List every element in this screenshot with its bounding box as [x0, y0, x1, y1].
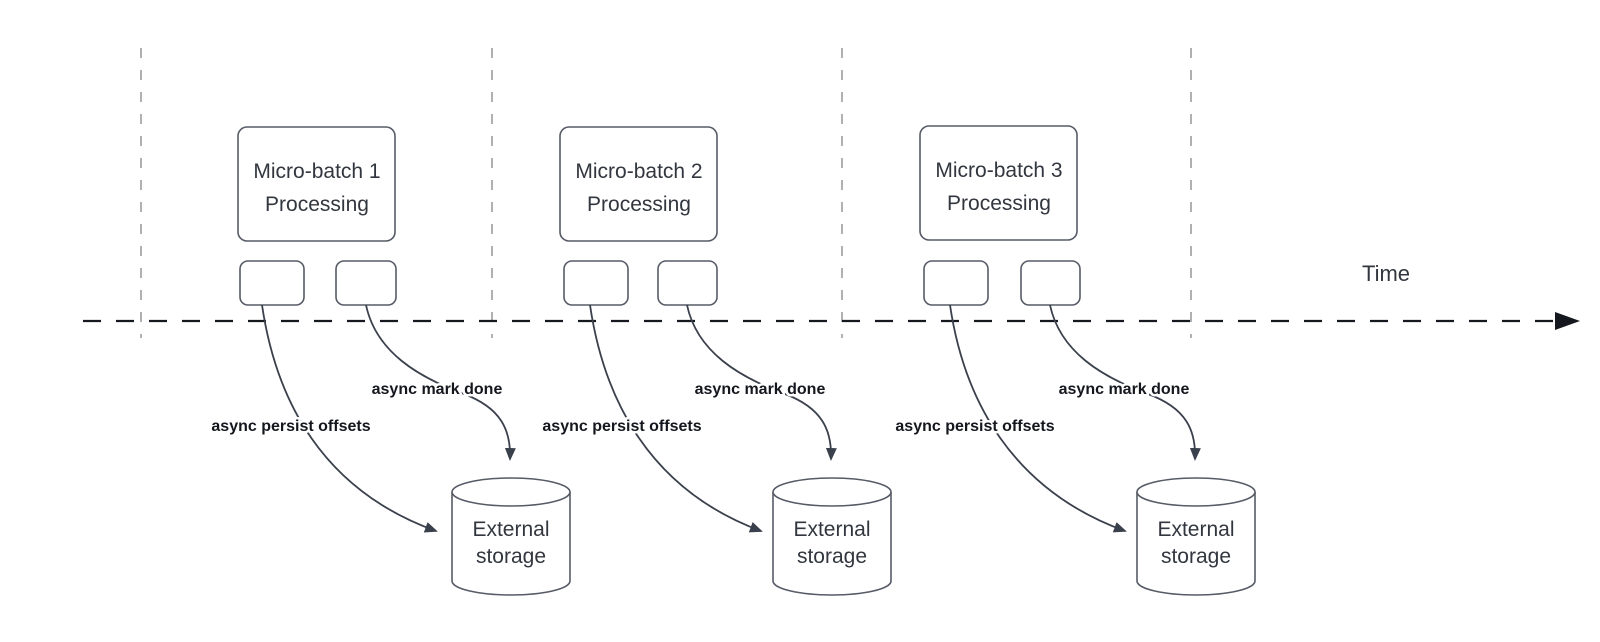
processing-box	[237, 126, 396, 242]
mark-done-label: async mark done	[1059, 381, 1190, 398]
persist-offsets-connector	[949, 304, 1127, 533]
storage-cylinder-top	[451, 477, 571, 507]
mark-done-label: async mark done	[695, 381, 826, 398]
storage-cylinder-top	[1136, 477, 1256, 507]
sub-task-box-left	[563, 260, 629, 306]
sub-task-box-left	[923, 260, 989, 306]
storage-label-line1: External	[1157, 518, 1234, 541]
processing-box-title-line2: Processing	[587, 193, 691, 216]
mark-done-label: async mark done	[372, 381, 503, 398]
storage-label-line1: External	[793, 518, 870, 541]
micro-batch-1-group: Micro-batch 1 Processing async persist o…	[209, 126, 571, 596]
processing-box-title-line1: Micro-batch 1	[253, 160, 380, 183]
mark-done-connector	[365, 304, 516, 461]
micro-batch-3-group: Micro-batch 3 Processing async persist o…	[893, 125, 1256, 596]
time-axis-arrowhead-icon	[1555, 312, 1580, 330]
processing-box-title-line1: Micro-batch 3	[935, 159, 1062, 182]
mark-done-connector	[686, 304, 837, 461]
persist-offsets-connector	[589, 304, 763, 533]
sub-task-box-right	[657, 260, 718, 306]
processing-box-title-line1: Micro-batch 2	[575, 160, 702, 183]
storage-label-line2: storage	[797, 545, 867, 568]
mark-done-connector	[1049, 304, 1201, 461]
persist-offsets-connector	[261, 304, 438, 533]
storage-label-line2: storage	[1161, 545, 1231, 568]
storage-label-line1: External	[472, 518, 549, 541]
micro-batch-2-group: Micro-batch 2 Processing async persist o…	[540, 126, 892, 596]
storage-cylinder-body	[772, 492, 892, 596]
storage-cylinder-top	[772, 477, 892, 507]
storage-label-line2: storage	[476, 545, 546, 568]
persist-offsets-label: async persist offsets	[542, 418, 701, 435]
sub-task-box-right	[335, 260, 397, 306]
time-axis-label: Time	[1362, 261, 1410, 286]
processing-box	[919, 125, 1078, 241]
persist-offsets-label: async persist offsets	[211, 418, 370, 435]
processing-box-title-line2: Processing	[265, 193, 369, 216]
storage-cylinder-body	[451, 492, 571, 596]
persist-offsets-label: async persist offsets	[895, 418, 1054, 435]
processing-box	[559, 126, 718, 242]
sub-task-box-right	[1020, 260, 1081, 306]
storage-cylinder-body	[1136, 492, 1256, 596]
processing-box-title-line2: Processing	[947, 192, 1051, 215]
sub-task-box-left	[239, 260, 305, 306]
